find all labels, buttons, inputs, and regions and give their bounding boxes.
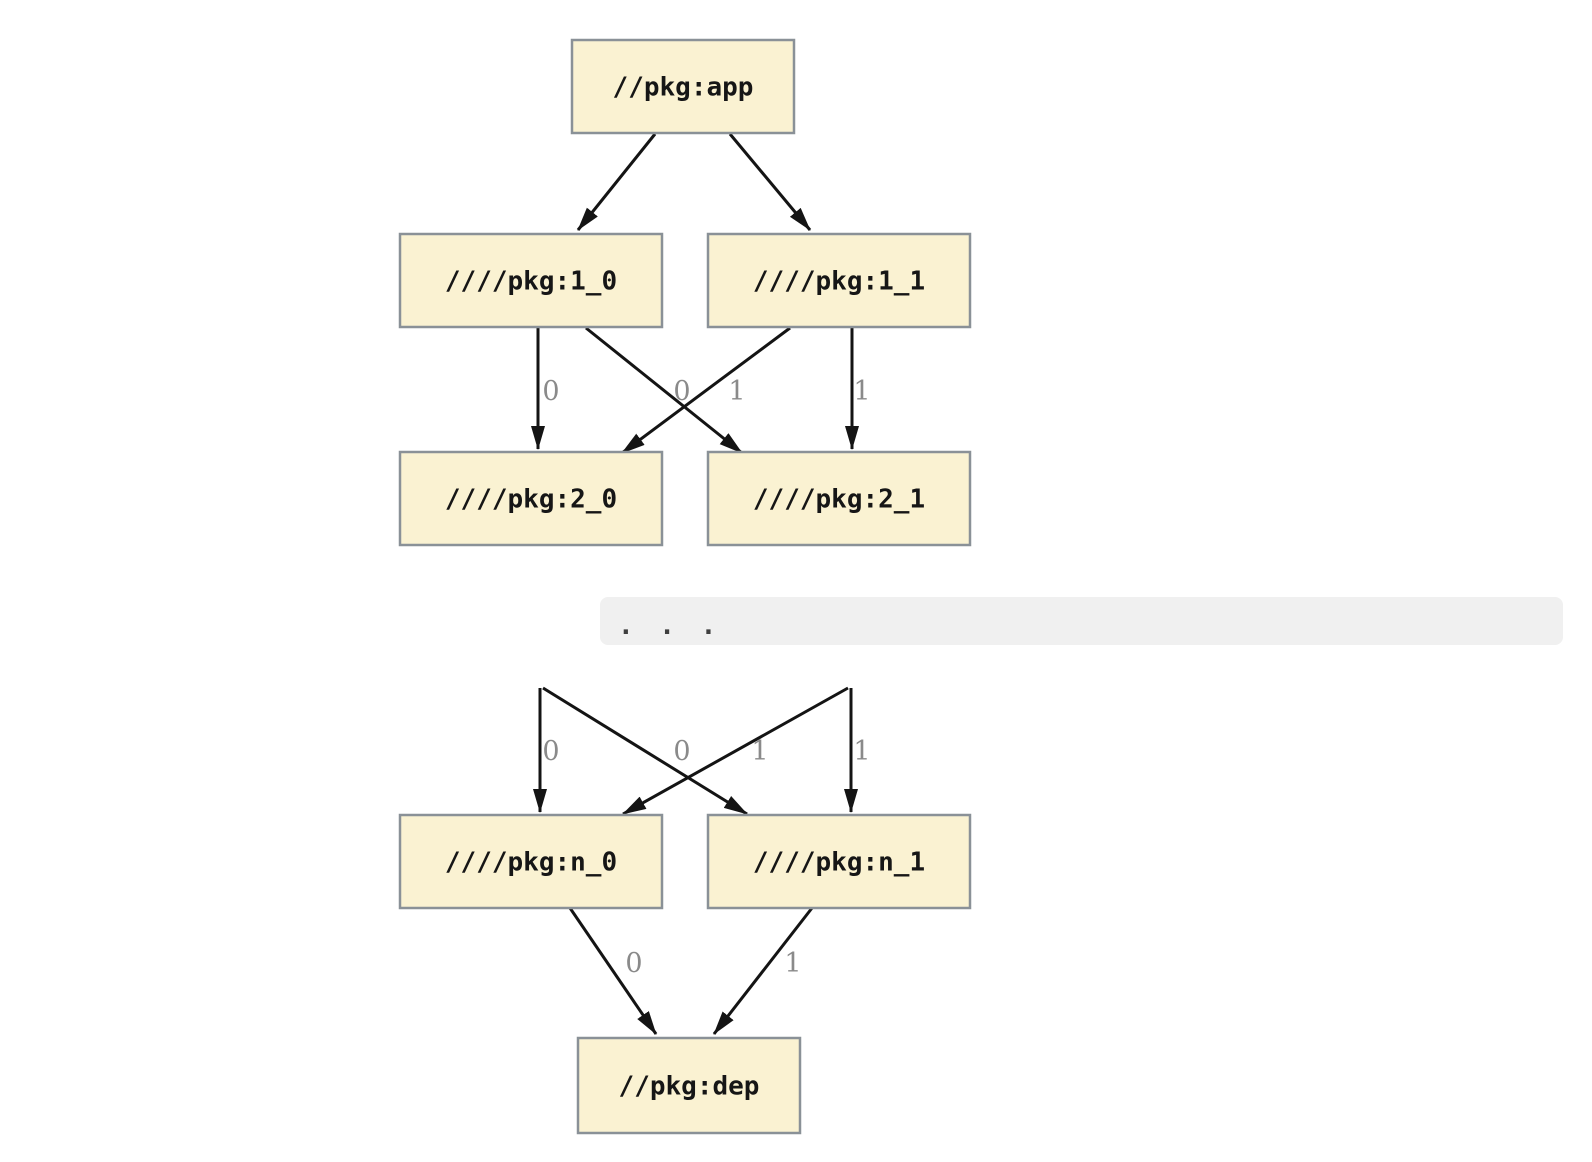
graph-node-ln_0: ////pkg:n_0 — [398, 813, 664, 910]
edge-line — [622, 686, 849, 816]
edge-line — [576, 133, 657, 231]
graph-node-l2_0: ////pkg:2_0 — [398, 450, 664, 547]
graph-node-ln_1: ////pkg:n_1 — [706, 813, 972, 910]
collapsed-levels-ellipsis: . . . — [600, 597, 1563, 645]
graph-edge-l1_1-to-l2_0: 0 — [621, 326, 791, 455]
graph-node-l2_1: ////pkg:2_1 — [706, 450, 972, 547]
graph-node-l1_0: ////pkg:1_0 — [398, 232, 664, 329]
graph-node-l1_1: ////pkg:1_1 — [706, 232, 972, 329]
graph-edge-ln_0-to-dep: 0 — [568, 907, 658, 1035]
node-label: ////pkg:n_0 — [445, 848, 617, 878]
node-label: //pkg:app — [613, 73, 754, 103]
edge-index-label: 1 — [784, 948, 801, 979]
graph-edge-hidden-right-to-ln_0: 0 — [622, 686, 849, 816]
edge-index-label: 0 — [673, 736, 690, 767]
ellipsis-bar — [600, 597, 1563, 645]
node-box — [398, 450, 664, 547]
edge-index-label: 1 — [853, 736, 870, 767]
node-label: ////pkg:n_1 — [753, 848, 925, 878]
graph-edge-l1_0-to-l2_1: 1 — [585, 326, 746, 455]
edge-index-label: 0 — [673, 376, 690, 407]
edge-line — [585, 326, 743, 455]
node-box — [706, 232, 972, 329]
edge-line — [728, 133, 812, 231]
node-box — [706, 450, 972, 547]
node-label: ////pkg:2_0 — [445, 485, 617, 515]
graph-edge-l1_1-to-l2_1: 1 — [845, 328, 871, 450]
node-box — [398, 232, 664, 329]
edge-line — [542, 686, 748, 816]
node-box — [398, 813, 664, 910]
graph-node-dep: //pkg:dep — [576, 1036, 802, 1135]
graph-edge-app-to-l1_0 — [576, 133, 657, 231]
edge-index-label: 1 — [853, 376, 870, 407]
node-box — [576, 1036, 802, 1135]
edge-line — [568, 907, 658, 1035]
graph-edge-hidden-left-to-ln_0: 0 — [533, 688, 560, 813]
edge-line — [621, 326, 791, 455]
node-label: ////pkg:1_0 — [445, 267, 617, 297]
graph-edge-l1_0-to-l2_0: 0 — [531, 328, 560, 450]
node-box — [570, 38, 796, 135]
graph-edge-hidden-left-to-ln_1: 1 — [542, 686, 769, 816]
edge-index-label: 1 — [728, 376, 745, 407]
graph-edge-ln_1-to-dep: 1 — [712, 907, 814, 1035]
ellipsis-dots: . . . — [618, 611, 718, 641]
node-label: ////pkg:1_1 — [753, 267, 925, 297]
graph-node-app: //pkg:app — [570, 38, 796, 135]
edge-index-label: 1 — [751, 736, 768, 767]
edge-index-label: 0 — [625, 948, 642, 979]
node-box — [706, 813, 972, 910]
node-label: ////pkg:2_1 — [753, 485, 925, 515]
edge-index-label: 0 — [542, 736, 559, 767]
graph-edge-hidden-right-to-ln_1: 1 — [844, 688, 871, 813]
graph-edge-app-to-l1_1 — [728, 133, 812, 231]
edge-line — [712, 907, 814, 1035]
node-label: //pkg:dep — [619, 1072, 760, 1102]
edge-index-label: 0 — [542, 376, 559, 407]
